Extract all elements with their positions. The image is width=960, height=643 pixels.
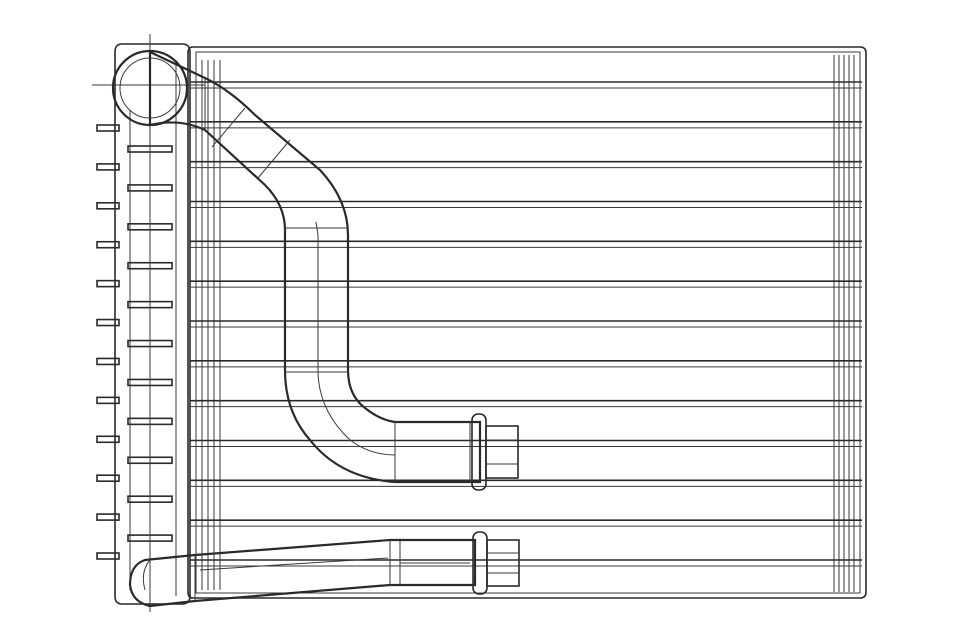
- header-pin: [96, 357, 173, 387]
- core-tube: [190, 121, 862, 129]
- core-tube: [190, 399, 862, 408]
- core-tube: [190, 200, 862, 208]
- header-pin: [96, 552, 120, 560]
- core-tube: [190, 439, 862, 447]
- right-fin-columns: [833, 55, 855, 592]
- core-tube: [190, 160, 862, 169]
- header-pin: [96, 513, 173, 542]
- header-pin: [96, 318, 173, 348]
- header-pin: [96, 163, 173, 192]
- core-tubes: [190, 81, 862, 567]
- header-pin: [96, 435, 173, 465]
- header-pin: [96, 279, 173, 309]
- header-pin: [96, 202, 173, 231]
- core-tube: [190, 81, 862, 89]
- lower-refrigerant-pipe: [128, 531, 520, 608]
- core-tube: [190, 559, 862, 567]
- header-pin: [96, 240, 173, 270]
- core-tube: [190, 479, 862, 487]
- upper-refrigerant-pipe: [111, 49, 519, 491]
- core-tube: [190, 360, 862, 368]
- header-pin: [96, 474, 173, 503]
- header-pin: [96, 124, 173, 153]
- core-tube: [190, 519, 862, 527]
- left-fin-columns: [195, 60, 221, 590]
- core-frame: [187, 46, 867, 599]
- core-tube: [190, 240, 862, 248]
- header-pin: [96, 396, 173, 426]
- header-pins: [96, 124, 173, 560]
- core-frame-inner: [195, 51, 861, 594]
- core-tube: [190, 320, 862, 328]
- core-tube: [190, 280, 862, 288]
- left-header-tank: [114, 43, 191, 605]
